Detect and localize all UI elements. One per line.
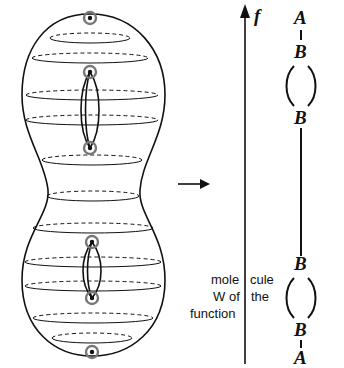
level-front — [47, 196, 139, 201]
graph-loop — [287, 278, 295, 318]
handle-hole — [83, 242, 101, 298]
graph-loop — [308, 278, 316, 318]
vertex-label: A — [294, 8, 307, 27]
caption-word: of — [229, 290, 240, 303]
level-front — [52, 338, 132, 343]
caption-word: mole — [211, 273, 239, 286]
level-back — [33, 313, 153, 318]
caption-word: function — [190, 307, 236, 320]
axis-head — [240, 4, 250, 18]
caption-word: W — [213, 290, 225, 303]
level-front — [25, 262, 161, 267]
map-arrow — [178, 183, 203, 185]
level-front — [50, 38, 130, 43]
level-back — [32, 53, 148, 58]
caption-word: cule — [250, 273, 274, 286]
vertex-label: B — [294, 42, 307, 61]
critical-marks — [84, 12, 98, 358]
level-front — [42, 160, 142, 165]
level-back — [50, 33, 130, 38]
level-back — [26, 90, 158, 95]
caption-word: the — [251, 290, 269, 303]
level-back — [33, 223, 153, 228]
level-back — [26, 115, 158, 120]
handle-hole — [81, 72, 99, 148]
hole-inner — [88, 242, 93, 298]
axis-label: f — [254, 6, 260, 25]
level-front — [25, 286, 161, 291]
arrow-head — [200, 179, 210, 189]
vertex-label: A — [294, 348, 307, 367]
vertex-label: B — [294, 254, 307, 273]
level-back — [25, 257, 161, 262]
level-back — [47, 191, 139, 196]
f-axis — [244, 14, 246, 364]
level-back — [42, 155, 142, 160]
surface-outline — [22, 14, 165, 356]
hole-inner — [86, 72, 91, 148]
graph-loop — [287, 66, 295, 106]
vertex-label: B — [294, 108, 307, 127]
graph-edge — [300, 128, 302, 256]
level-front — [32, 58, 148, 63]
level-front — [33, 228, 153, 233]
graph-loop — [308, 66, 316, 106]
level-back — [52, 333, 132, 338]
critical-points — [88, 16, 94, 354]
level-back — [25, 281, 161, 286]
level-front — [26, 120, 158, 125]
graph-edge — [300, 340, 302, 348]
level-lines — [25, 33, 161, 343]
vertex-label: B — [294, 320, 307, 339]
level-front — [26, 95, 158, 100]
level-front — [33, 318, 153, 323]
graph-edge — [300, 30, 302, 40]
